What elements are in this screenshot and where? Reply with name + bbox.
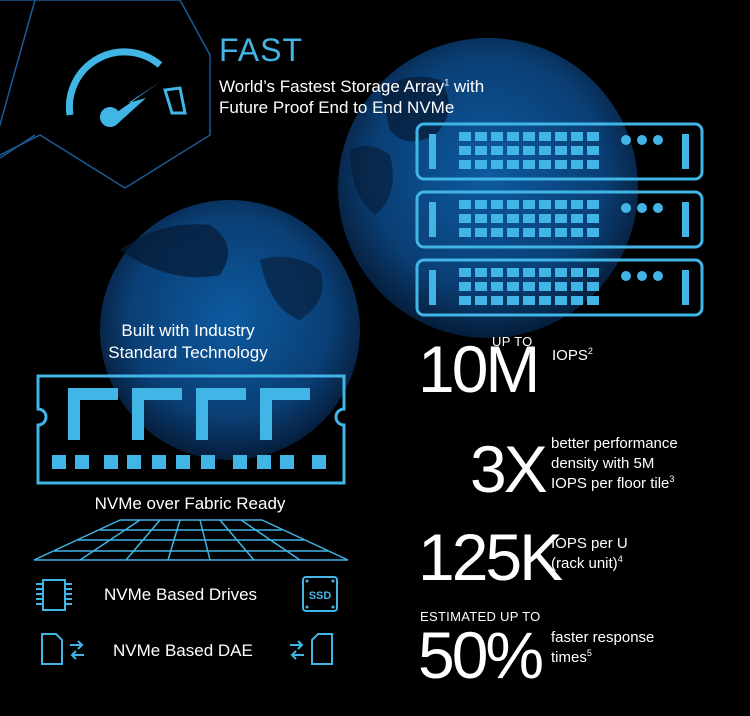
rack-line1: IOPS per U — [551, 535, 628, 552]
rack-desc: IOPS per U (rack unit)4 — [551, 534, 711, 574]
built-line2: Standard Technology — [108, 343, 268, 362]
fast-subtitle-line2: Future Proof End to End NVMe — [219, 98, 455, 117]
dae-right-icon — [290, 633, 333, 665]
built-with-text: Built with Industry Standard Technology — [90, 320, 286, 364]
server-unit — [415, 122, 704, 181]
density-desc: better performance density with 5M IOPS … — [551, 434, 741, 494]
fast-subtitle-line1-end: with — [449, 77, 485, 96]
ssd-label: SSD — [309, 590, 332, 602]
rack-line2: (rack unit) — [551, 555, 618, 572]
fabric-grid-icon — [33, 519, 349, 561]
density-line2: density with 5M — [551, 455, 655, 472]
response-desc: faster response times5 — [551, 628, 721, 668]
built-line1: Built with Industry — [121, 321, 255, 340]
density-line3: IOPS per floor tile — [551, 475, 670, 492]
footnote-2: 2 — [587, 346, 593, 356]
rack-value: 125K — [418, 520, 563, 594]
server-rack-icon — [415, 122, 704, 317]
speedometer-icon — [65, 48, 187, 127]
footnote-1: 1 — [444, 77, 450, 88]
hexagon-frame — [0, 0, 211, 189]
fabric-ready-text: NVMe over Fabric Ready — [94, 494, 286, 513]
chip-icon — [36, 579, 72, 611]
ssd-icon: SSD — [302, 576, 338, 612]
density-line1: better performance — [551, 435, 678, 452]
footnote-5: 5 — [586, 648, 592, 658]
response-prefix: ESTIMATED UP TO — [420, 609, 541, 624]
nvme-drives-text: NVMe Based Drives — [104, 585, 258, 604]
iops-desc: IOPS2 — [552, 346, 593, 366]
dae-left-icon — [41, 633, 84, 665]
iops-label: IOPS — [552, 347, 588, 364]
fast-subtitle: World’s Fastest Storage Array1 with Futu… — [219, 76, 519, 118]
density-value: 3X — [470, 432, 548, 506]
nvme-dae-text: NVMe Based DAE — [113, 641, 253, 660]
response-line2: times — [551, 649, 587, 666]
footnote-4: 4 — [617, 554, 623, 564]
server-unit — [415, 258, 704, 317]
response-value: 50% — [418, 618, 544, 692]
fast-subtitle-line1: World’s Fastest Storage Array — [219, 77, 445, 96]
iops-value: 10M — [418, 332, 540, 406]
memory-module-icon — [36, 374, 346, 485]
server-unit — [415, 190, 704, 249]
footnote-3: 3 — [669, 474, 675, 484]
fast-title: FAST — [219, 32, 304, 68]
iops-prefix: UP TO — [492, 334, 533, 349]
response-line1: faster response — [551, 629, 655, 646]
